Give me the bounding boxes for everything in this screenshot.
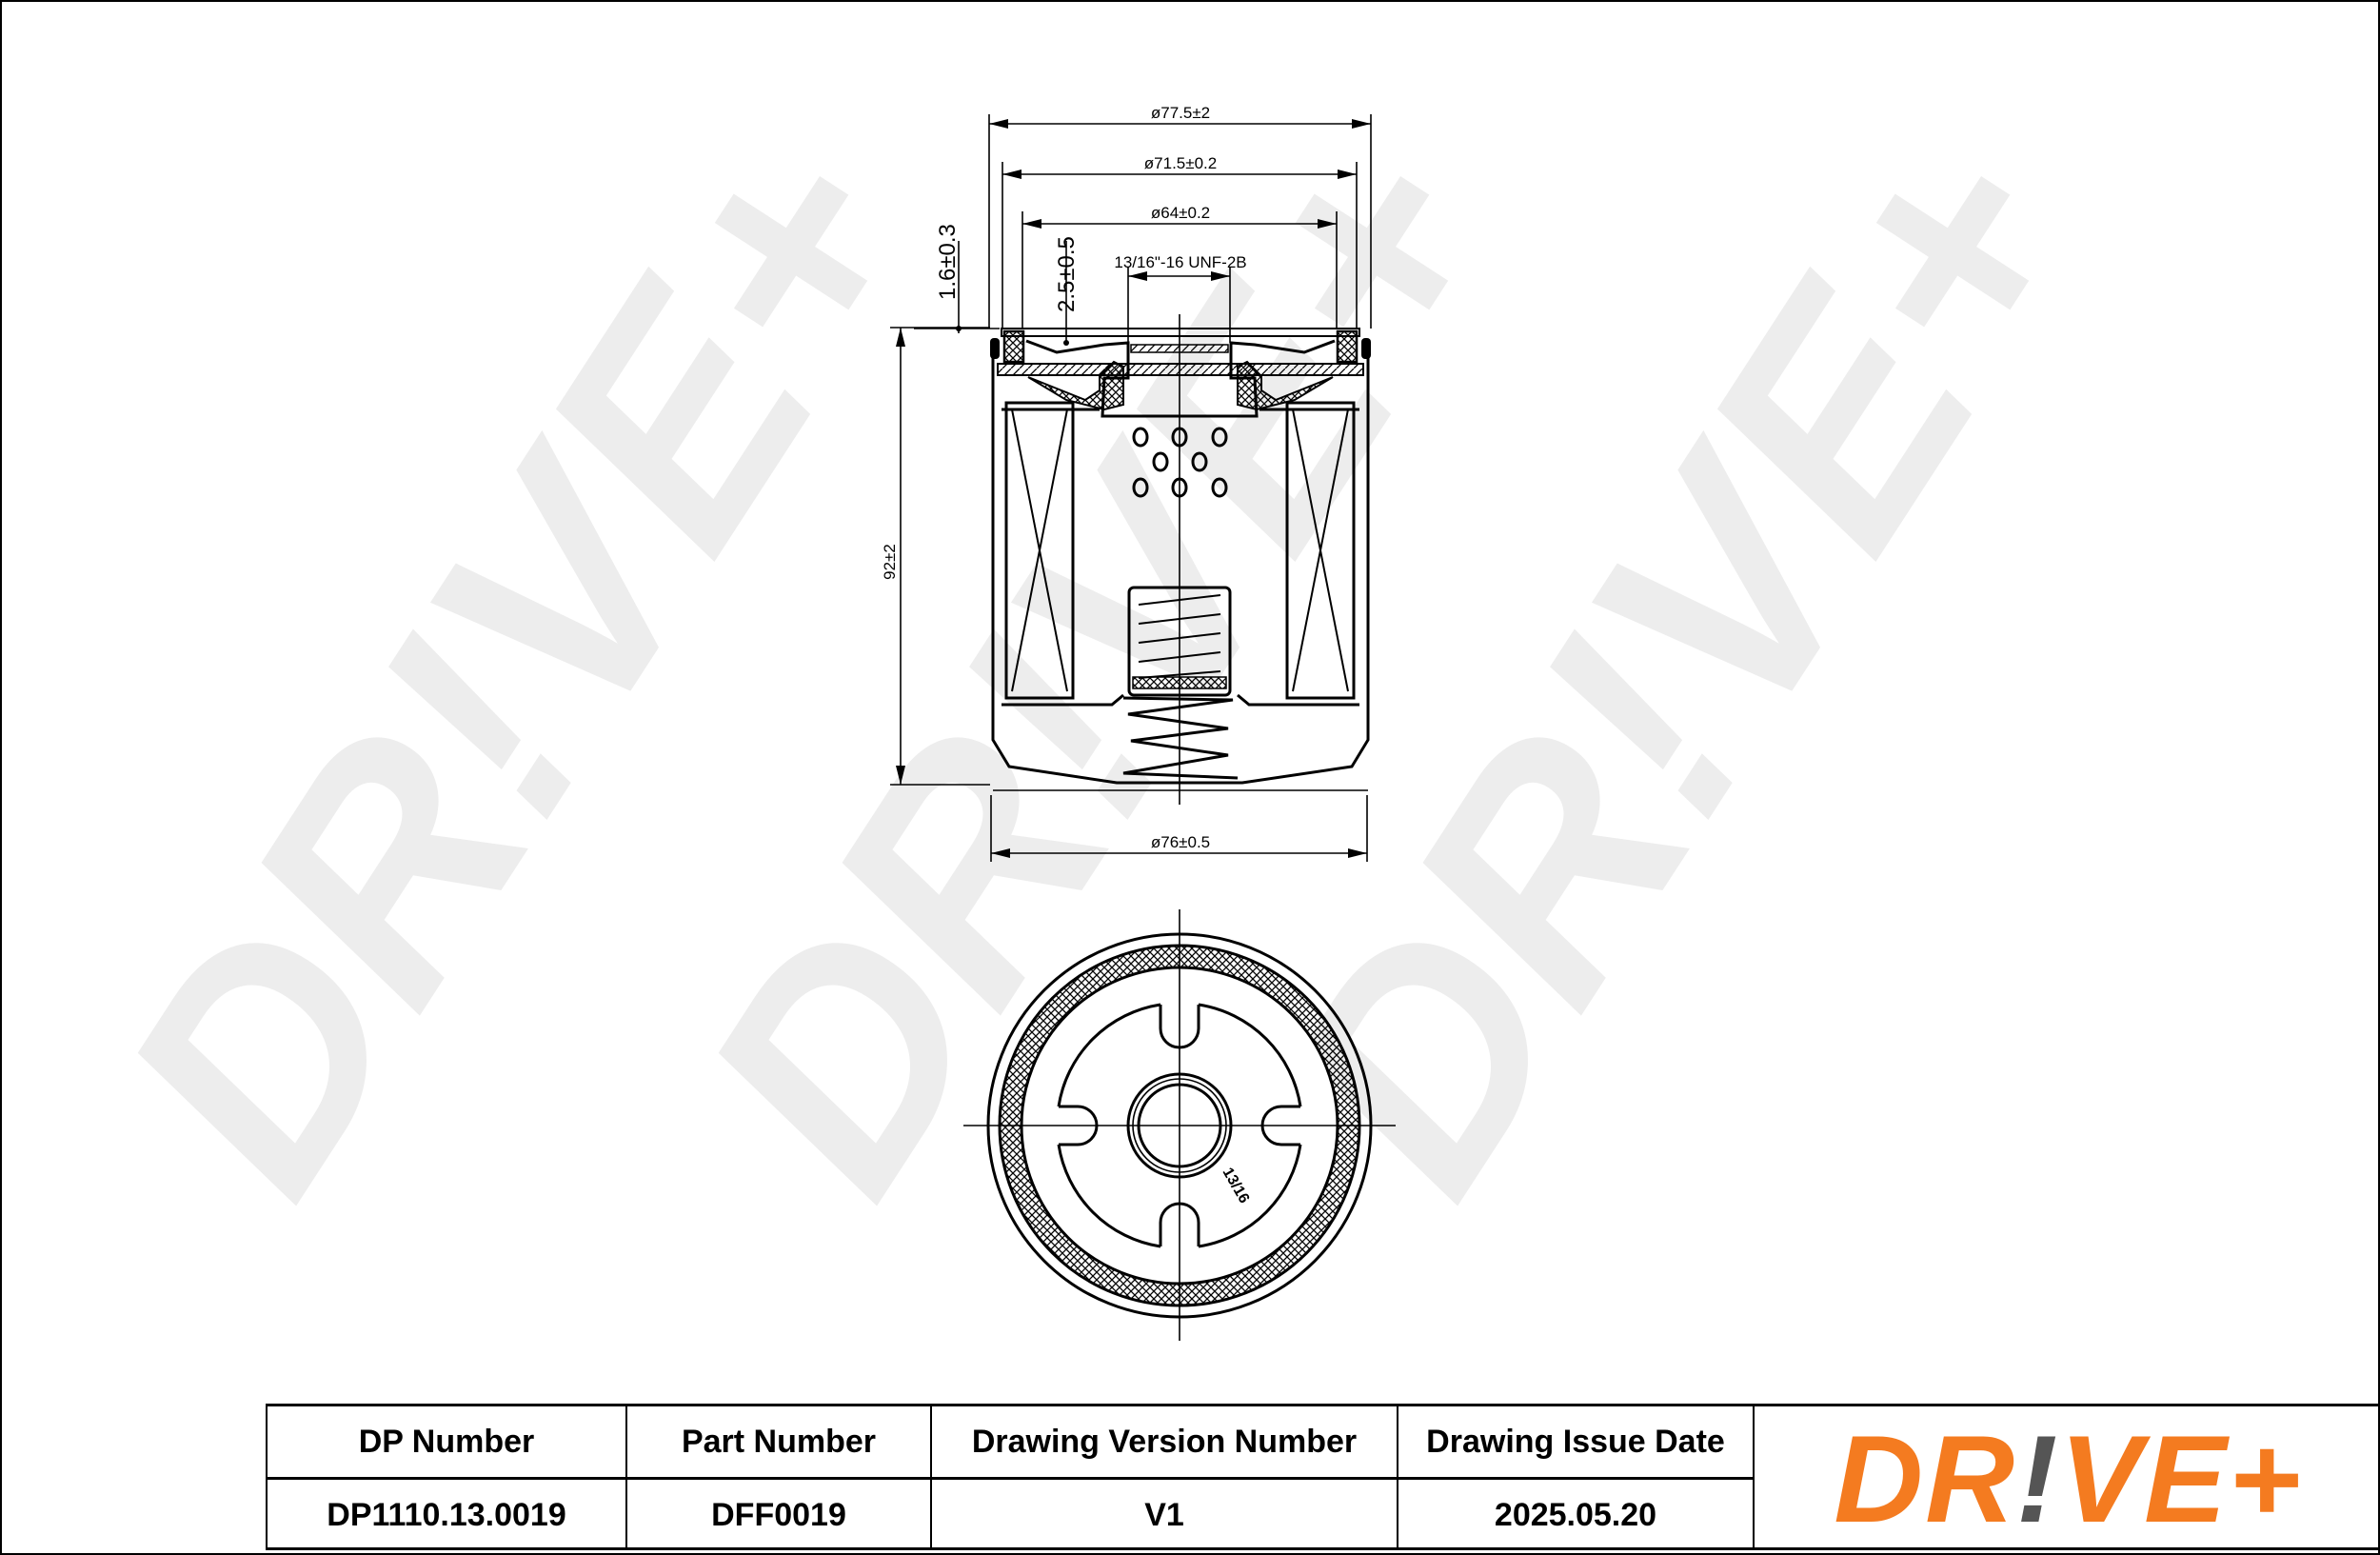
anti-drain-valve-left xyxy=(1027,360,1124,411)
header-part-number: Part Number xyxy=(627,1406,932,1480)
anti-drain-valve-right xyxy=(1237,360,1334,411)
seam-band xyxy=(997,363,1364,376)
seal-right xyxy=(1361,338,1371,359)
value-dp-number: DP1110.13.0019 xyxy=(268,1480,627,1550)
top-view: 13/16 xyxy=(963,909,1396,1341)
seal-left xyxy=(990,338,1000,359)
header-dp-number: DP Number xyxy=(268,1406,627,1480)
dim-body-diameter: ø76±0.5 xyxy=(1151,833,1210,851)
dim-gasket-offset: 1.6±0.3 xyxy=(935,224,961,300)
media-cross xyxy=(1292,409,1349,692)
threaded-cover xyxy=(1025,339,1336,418)
dim-gasket-diameter: ø71.5±0.2 xyxy=(1144,154,1217,172)
base-plate xyxy=(1057,1003,1302,1248)
logo-part: VE+ xyxy=(2059,1408,2303,1548)
title-block: DP Number Part Number Drawing Version Nu… xyxy=(266,1404,2380,1550)
thread xyxy=(1130,344,1229,353)
center-tube-holes xyxy=(1132,427,1228,498)
side-section-view: ø77.5±2 ø71.5±0.2 ø64±0.2 13/16"-16 UNF-… xyxy=(881,104,1372,862)
header-drawing-version: Drawing Version Number xyxy=(932,1406,1398,1480)
logo-part: ! xyxy=(2016,1408,2060,1548)
dim-outer-diameter: ø77.5±2 xyxy=(1151,104,1210,122)
header-issue-date: Drawing Issue Date xyxy=(1398,1406,1755,1480)
filter-media-left xyxy=(1004,401,1075,700)
dim-gasket-height: 2.5±0.5 xyxy=(1054,236,1080,312)
gasket-left xyxy=(1002,329,1025,364)
brand-logo: DR!VE+ xyxy=(1755,1406,2380,1550)
value-drawing-version: V1 xyxy=(932,1480,1398,1550)
dimension-lines xyxy=(890,114,1372,862)
value-part-number: DFF0019 xyxy=(627,1480,932,1550)
gasket-right xyxy=(1336,329,1359,364)
spring xyxy=(1122,696,1239,780)
dim-inner-gasket-diameter: ø64±0.2 xyxy=(1151,204,1210,222)
dim-height: 92±2 xyxy=(881,544,899,580)
bypass-valve xyxy=(1127,586,1232,697)
value-issue-date: 2025.05.20 xyxy=(1398,1480,1755,1550)
filter-media-right xyxy=(1285,401,1356,700)
filter-housing xyxy=(991,354,1370,785)
dim-thread: 13/16"-16 UNF-2B xyxy=(1114,253,1246,271)
top-plate xyxy=(1001,328,1360,337)
end-cap-bottom xyxy=(1002,693,1359,707)
logo-part: DR xyxy=(1834,1408,2017,1548)
media-cross xyxy=(1011,409,1068,692)
